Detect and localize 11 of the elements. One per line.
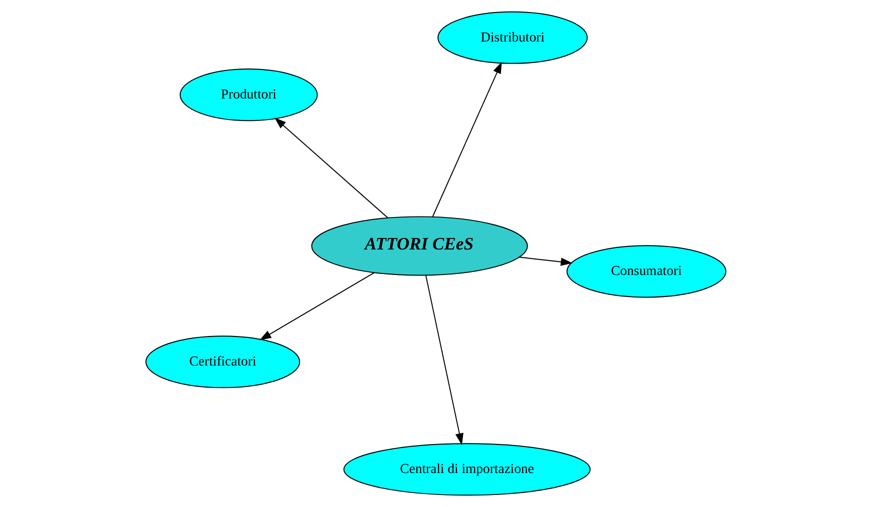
node-ellipse: Distributori — [437, 11, 588, 64]
arrow — [432, 62, 502, 218]
arrow — [260, 272, 375, 340]
node-ellipse: ATTORI CEeS — [311, 216, 528, 276]
arrow — [274, 118, 388, 218]
node-ellipse: Centrali di importazione — [343, 443, 591, 496]
arrow — [425, 274, 464, 446]
node-ellipse: Produttori — [180, 68, 318, 122]
node-ellipse: Certificatori — [145, 336, 300, 388]
arrow — [518, 256, 573, 266]
node-ellipse: Consumatori — [566, 245, 726, 298]
